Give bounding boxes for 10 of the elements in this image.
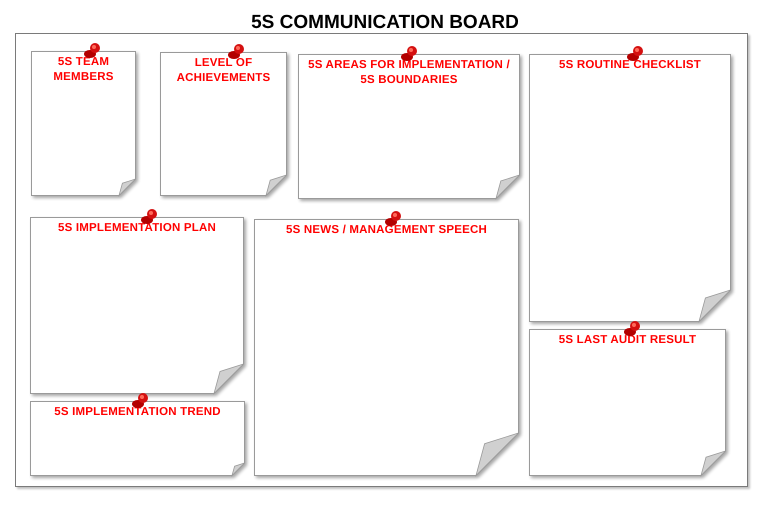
note-heading: LEVEL OF ACHIEVEMENTS [176,56,272,86]
note-heading: 5S LAST AUDIT RESULT [558,333,698,348]
note-heading: 5S IMPLEMENTATION PLAN [57,221,217,236]
note-heading: 5S IMPLEMENTATION TREND [53,405,222,420]
note-heading: 5S AREAS FOR IMPLEMENTATION / 5S BOUNDARIES [307,58,511,88]
board-frame [15,33,748,487]
note-heading: 5S ROUTINE CHECKLIST [558,58,702,73]
note-heading: 5S NEWS / MANAGEMENT SPEECH [285,223,488,238]
board-title: 5S COMMUNICATION BOARD [250,12,520,34]
note-heading: 5S TEAM MEMBERS [52,55,115,85]
